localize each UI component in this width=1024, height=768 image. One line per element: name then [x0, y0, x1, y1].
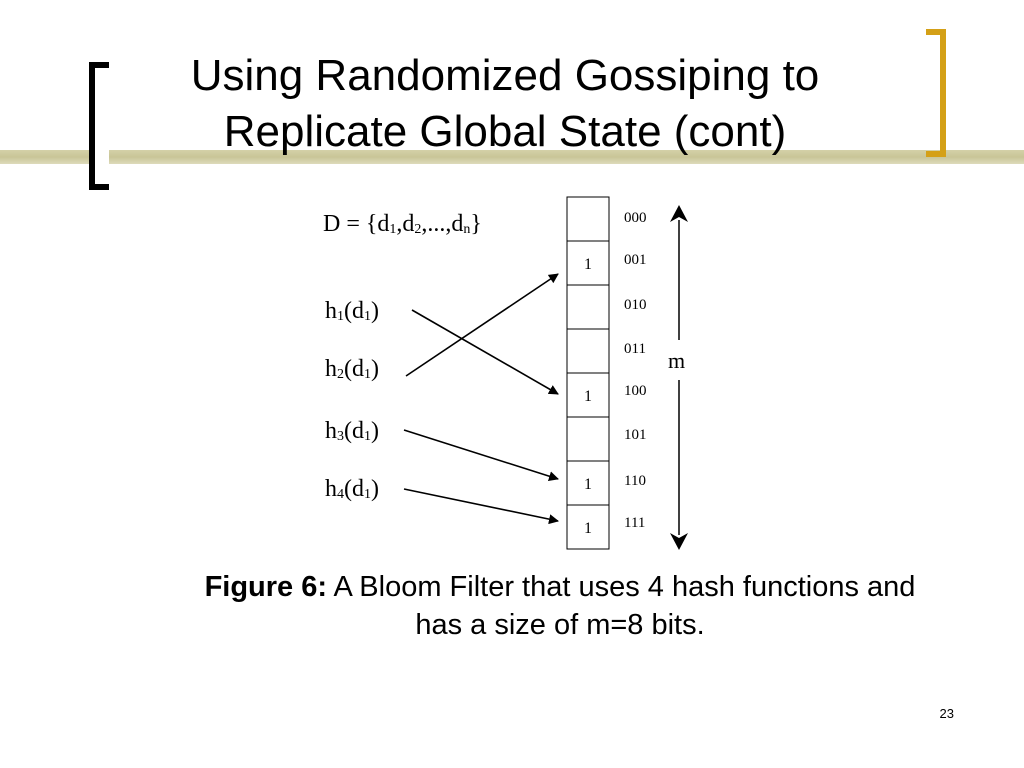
caption-lead: Figure 6: [204, 571, 328, 603]
hash-label-4: h4(d1) [325, 476, 379, 502]
title-line-1: Using Randomized Gossiping to [190, 51, 820, 100]
title-accent-bar [0, 150, 1024, 164]
bit-cell-010 [566, 284, 610, 330]
hash-label-3: h3(d1) [325, 418, 379, 444]
hash-arrows [403, 273, 559, 525]
bit-value-111: 1 [584, 520, 592, 537]
bit-addresses: 000 001 010 011 100 101 110 111 [624, 210, 647, 531]
hash-arrow-3 [403, 429, 559, 482]
address-label: 101 [624, 427, 647, 443]
address-label: 001 [624, 252, 647, 268]
slide-title: Using Randomized Gossiping to Replicate … [110, 48, 900, 160]
bit-cell-111 [566, 504, 610, 550]
hash-label-2: h2(d1) [325, 356, 379, 382]
size-arrow-up-icon [670, 205, 688, 222]
address-label: 111 [624, 515, 645, 531]
caption-line-1: Figure 6: A Bloom Filter that uses 4 has… [100, 568, 1020, 606]
address-label: 000 [624, 210, 647, 226]
size-arrow-down-icon [670, 533, 688, 550]
caption-line-2: has a size of m=8 bits. [415, 609, 705, 641]
hash-label-1: h1(d1) [325, 298, 379, 324]
right-bracket-decoration [926, 29, 946, 157]
size-label: m [668, 348, 685, 373]
bit-array: 1 1 1 1 [566, 196, 610, 550]
title-line-2: Replicate Global State (cont) [223, 107, 787, 156]
bit-value-100: 1 [584, 388, 592, 405]
address-label: 010 [624, 297, 647, 313]
bit-cell-000 [566, 196, 610, 242]
address-label: 110 [624, 473, 646, 489]
bit-value-001: 1 [584, 256, 592, 273]
address-label: 011 [624, 341, 646, 357]
address-label: 100 [624, 383, 647, 399]
size-dimension: m [668, 205, 688, 550]
page-number: 23 [939, 706, 954, 721]
hash-arrow-2 [405, 273, 559, 377]
bit-value-110: 1 [584, 476, 592, 493]
bit-cell-001 [566, 240, 610, 286]
set-label: D = {d1,d2,...,dn} [323, 211, 482, 237]
hash-arrow-1 [411, 309, 559, 395]
bit-cell-110 [566, 460, 610, 506]
hash-arrow-4 [403, 488, 559, 525]
figure-caption: Figure 6: A Bloom Filter that uses 4 has… [100, 568, 1020, 644]
left-bracket-decoration [89, 62, 109, 190]
bit-cell-100 [566, 372, 610, 418]
caption-text-1: A Bloom Filter that uses 4 hash function… [327, 571, 916, 603]
bit-cell-011 [566, 328, 610, 374]
bit-cell-101 [566, 416, 610, 462]
